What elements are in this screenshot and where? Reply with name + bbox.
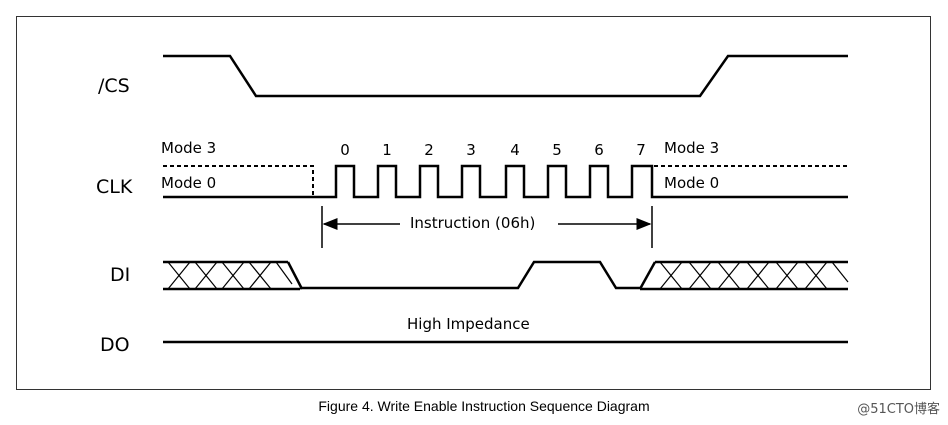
clk-waveform	[163, 164, 848, 199]
di-dont-care-hatch-right	[659, 261, 849, 290]
high-impedance-label: High Impedance	[407, 315, 530, 333]
mode0-right-label: Mode 0	[664, 174, 720, 192]
figure-caption: Figure 4. Write Enable Instruction Seque…	[318, 398, 650, 414]
do-signal-label: DO	[100, 334, 130, 356]
instruction-label: Instruction (06h)	[410, 214, 536, 232]
mode3-right-label: Mode 3	[664, 139, 720, 157]
cs-signal-label: /CS	[98, 75, 130, 97]
cs-waveform	[163, 54, 848, 98]
mode3-left-label: Mode 3	[161, 139, 217, 157]
clock-bit-number: 5	[552, 141, 562, 159]
diagram-frame	[16, 16, 931, 390]
clock-bit-number: 0	[340, 141, 350, 159]
clock-bit-number: 7	[636, 141, 646, 159]
di-waveform	[163, 260, 848, 291]
clk-signal-label: CLK	[96, 176, 133, 198]
clock-bit-number: 4	[510, 141, 520, 159]
di-dont-care-hatch-left	[167, 261, 293, 290]
di-signal-label: DI	[110, 264, 131, 286]
clock-bit-number: 3	[466, 141, 476, 159]
clock-bit-number: 1	[382, 141, 392, 159]
clock-bit-number: 6	[594, 141, 604, 159]
watermark: @51CTO博客	[857, 402, 940, 417]
clk-mode3-left-dashed	[163, 165, 314, 197]
mode0-left-label: Mode 0	[161, 174, 217, 192]
clock-bit-number: 2	[424, 141, 434, 159]
